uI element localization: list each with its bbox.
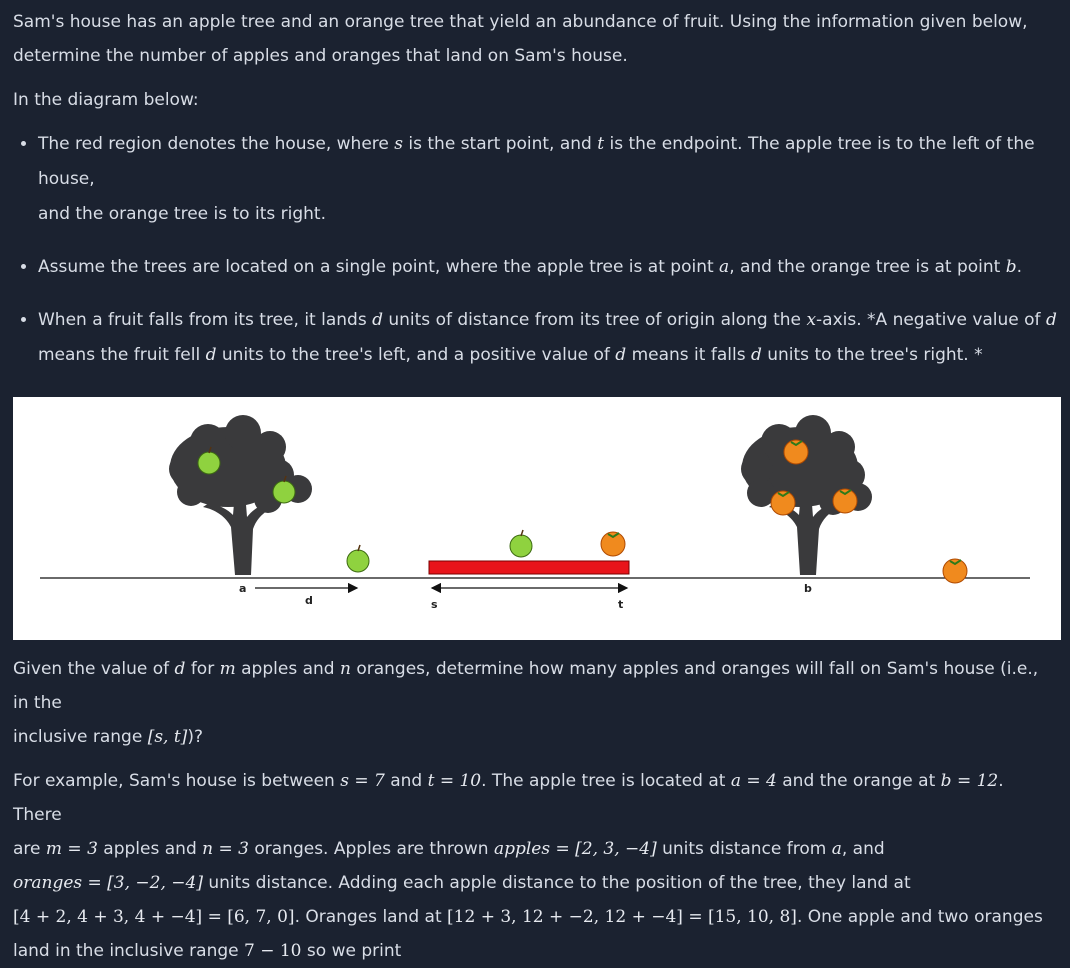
apple-orange-diagram: a d s t b <box>13 397 1061 640</box>
apple-icon <box>197 446 221 475</box>
list-item: When a fruit falls from its tree, it lan… <box>38 303 1057 373</box>
orange-icon <box>600 531 626 557</box>
orange-icon <box>783 439 809 465</box>
rules-list: The red region denotes the house, where … <box>13 127 1057 373</box>
diagram-lead: In the diagram below: <box>13 90 199 110</box>
orange-icon <box>770 490 796 516</box>
list-item: Assume the trees are located on a single… <box>38 250 1057 285</box>
list-item: The red region denotes the house, where … <box>38 127 1057 232</box>
label-b: b <box>804 582 812 595</box>
apple-icon <box>509 529 533 558</box>
house-region <box>428 560 630 575</box>
example-line-1: For example, Sam's house is between s = … <box>13 771 1004 825</box>
apple-icon <box>272 475 296 504</box>
question-line-2: inclusive range [s, t])? <box>13 727 203 747</box>
orange-icon <box>942 558 968 584</box>
example-line-4: [4 + 2, 4 + 3, 4 + −4] = [6, 7, 0]. Oran… <box>13 907 1043 927</box>
intro-line-1: Sam's house has an apple tree and an ora… <box>13 12 1028 32</box>
label-t: t <box>618 598 623 611</box>
orange-icon <box>832 488 858 514</box>
intro-line-2: determine the number of apples and orang… <box>13 46 628 66</box>
example-line-2: are m = 3 apples and n = 3 oranges. Appl… <box>13 839 885 859</box>
label-d: d <box>305 594 313 607</box>
apple-icon <box>346 544 370 573</box>
label-a: a <box>239 582 246 595</box>
label-s: s <box>431 598 438 611</box>
question-line-1: Given the value of d for m apples and n … <box>13 659 1039 713</box>
example-line-5: land in the inclusive range 7 − 10 so we… <box>13 941 402 961</box>
example-line-3: oranges = [3, −2, −4] units distance. Ad… <box>13 873 911 893</box>
